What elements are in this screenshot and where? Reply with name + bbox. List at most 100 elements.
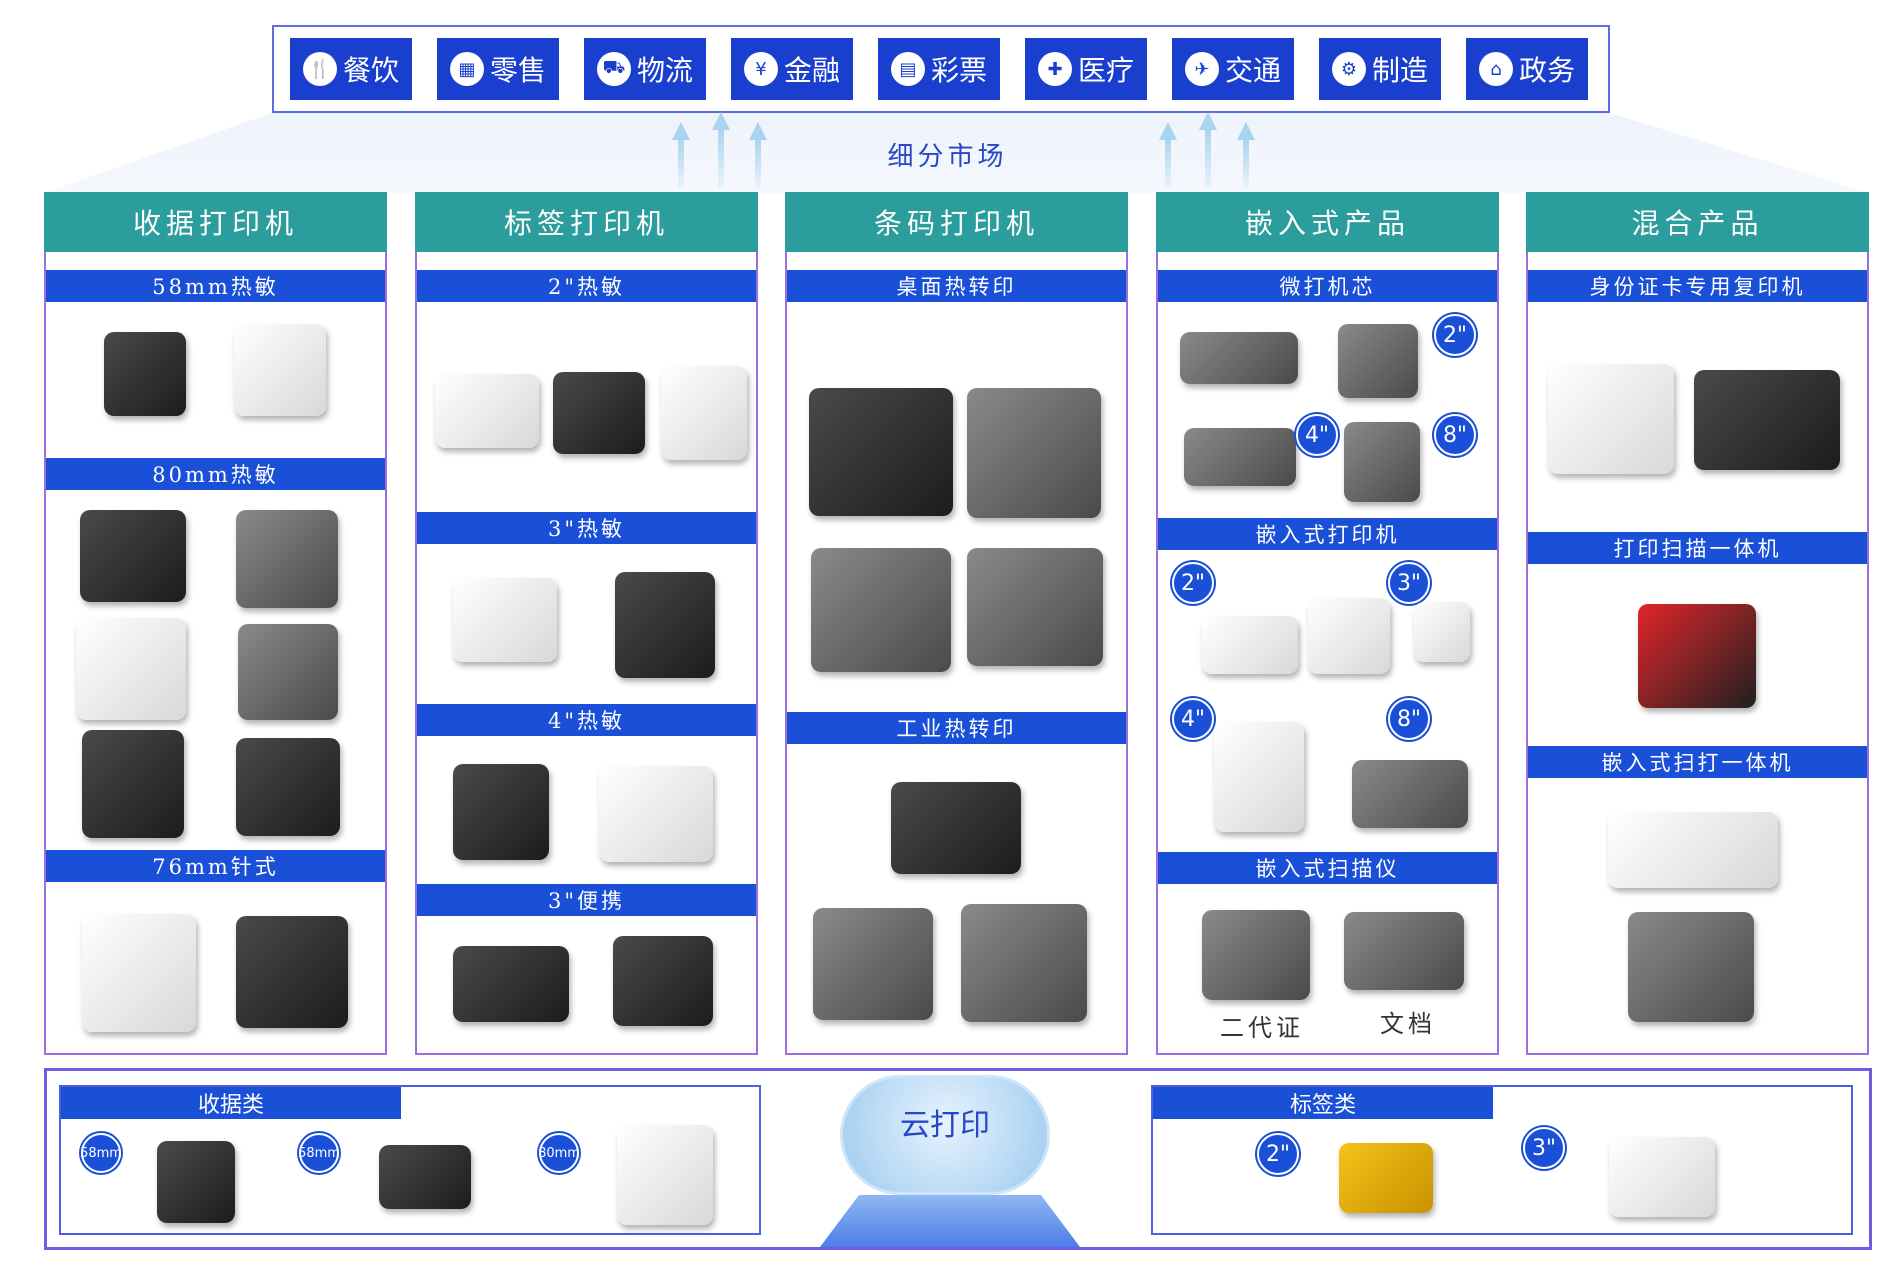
section-embedded-printer: 嵌入式打印机 — [1158, 518, 1497, 550]
size-badge: 58mm — [80, 1133, 122, 1173]
product-image — [1352, 760, 1468, 828]
product-image — [80, 510, 186, 602]
product-image — [1339, 1143, 1433, 1213]
arrow-up-icon — [1237, 122, 1255, 140]
size-badge: 3" — [1388, 562, 1430, 604]
product-image — [1608, 812, 1778, 888]
arrow-up-icon — [672, 122, 690, 140]
market-manufacturing[interactable]: ⚙制造 — [1319, 38, 1441, 100]
arrow-up-icon — [755, 138, 761, 188]
product-image — [1184, 428, 1296, 486]
size-badge: 3" — [1523, 1127, 1565, 1169]
product-image — [236, 510, 338, 608]
segment-caption: 细分市场 — [887, 142, 1008, 172]
product-image — [967, 548, 1103, 666]
product-image — [813, 908, 933, 1020]
wrench-icon: ⚙ — [1331, 52, 1366, 86]
column-hybrid: 身份证卡专用复印机 打印扫描一体机 嵌入式扫打一体机 — [1526, 252, 1869, 1055]
product-image — [961, 904, 1087, 1022]
market-label: 物流 — [636, 54, 693, 87]
column-header-barcode: 条码打印机 — [785, 192, 1128, 252]
section-embedded-scanner: 嵌入式扫描仪 — [1158, 852, 1497, 884]
size-badge: 2" — [1434, 314, 1476, 356]
receipt-cloud-group: 收据类 58mm 58mm 80mm — [59, 1085, 761, 1235]
truck-icon: ⛟ — [596, 52, 631, 86]
product-image — [82, 730, 184, 838]
size-badge: 8" — [1434, 414, 1476, 456]
size-badge: 80mm — [538, 1133, 580, 1173]
product-image — [104, 332, 186, 416]
product-image — [234, 324, 326, 416]
section-id-copier: 身份证卡专用复印机 — [1528, 270, 1867, 302]
product-image — [236, 738, 340, 836]
arrow-up-icon — [1243, 138, 1249, 188]
column-header-label: 标签打印机 — [415, 192, 758, 252]
product-image — [82, 914, 196, 1032]
column-header-receipt: 收据打印机 — [44, 192, 387, 252]
market-finance[interactable]: ¥金融 — [731, 38, 853, 100]
section-76mm: 76mm针式 — [46, 850, 385, 882]
product-image — [76, 618, 186, 720]
column-embedded: 微打机芯 2" 4" 8" 嵌入式打印机 2" 3" 4" 8" 嵌入式扫描仪 … — [1156, 252, 1499, 1055]
utensils-icon: 🍴 — [302, 52, 337, 86]
plane-icon: ✈ — [1184, 52, 1219, 86]
product-image — [1338, 324, 1418, 398]
arrow-up-icon — [1165, 138, 1171, 188]
size-badge: 2" — [1257, 1133, 1299, 1175]
product-image — [236, 916, 348, 1028]
label-group-title: 标签类 — [1153, 1087, 1493, 1119]
market-dining[interactable]: 🍴餐饮 — [290, 38, 412, 100]
product-image — [1609, 1137, 1715, 1217]
product-image — [809, 388, 953, 516]
column-header-hybrid: 混合产品 — [1526, 192, 1869, 252]
section-58mm: 58mm热敏 — [46, 270, 385, 302]
size-badge: 8" — [1388, 698, 1430, 740]
product-image — [435, 374, 539, 448]
market-label: 政务 — [1518, 54, 1575, 87]
cloud-icon — [840, 1075, 1050, 1195]
section-80mm: 80mm热敏 — [46, 458, 385, 490]
market-label: 零售 — [489, 54, 546, 87]
arrow-up-icon — [712, 112, 730, 130]
column-barcode: 桌面热转印 工业热转印 — [785, 252, 1128, 1055]
market-label: 交通 — [1224, 54, 1281, 87]
market-lottery[interactable]: ▤彩票 — [878, 38, 1000, 100]
section-industrial-tt: 工业热转印 — [787, 712, 1126, 744]
market-label: 医疗 — [1077, 54, 1134, 87]
market-label: 制造 — [1371, 54, 1428, 87]
product-image — [1202, 910, 1310, 1000]
product-image — [453, 578, 557, 662]
cloud-server-base — [820, 1195, 1080, 1247]
product-image — [661, 366, 747, 460]
size-badge: 4" — [1296, 414, 1338, 456]
arrow-up-icon — [1205, 128, 1211, 188]
scanner-label-document: 文档 — [1380, 1010, 1436, 1038]
product-image — [615, 572, 715, 678]
market-medical[interactable]: ✚医疗 — [1025, 38, 1147, 100]
product-image — [1308, 598, 1390, 674]
product-image — [157, 1141, 235, 1223]
arrow-up-icon — [718, 128, 724, 188]
market-retail[interactable]: ▦零售 — [437, 38, 559, 100]
shop-icon: ▦ — [449, 52, 484, 86]
market-logistics[interactable]: ⛟物流 — [584, 38, 706, 100]
size-badge: 2" — [1172, 562, 1214, 604]
receipt-group-title: 收据类 — [61, 1087, 401, 1119]
scanner-label-id: 二代证 — [1220, 1014, 1304, 1042]
product-image — [1628, 912, 1754, 1022]
market-transport[interactable]: ✈交通 — [1172, 38, 1294, 100]
product-image — [599, 766, 713, 862]
size-badge: 58mm — [298, 1133, 340, 1173]
finance-icon: ¥ — [743, 52, 778, 86]
product-image — [1344, 422, 1420, 502]
market-government[interactable]: ⌂政务 — [1466, 38, 1588, 100]
product-image — [379, 1145, 471, 1209]
lottery-icon: ▤ — [890, 52, 925, 86]
product-image — [553, 372, 645, 454]
medical-icon: ✚ — [1037, 52, 1072, 86]
product-image — [967, 388, 1101, 518]
product-image — [1638, 604, 1756, 708]
product-image — [1344, 912, 1464, 990]
cloud-print-section: 收据类 58mm 58mm 80mm 标签类 2" 3" — [44, 1068, 1872, 1250]
cloud-print-label: 云打印 — [900, 1108, 990, 1143]
